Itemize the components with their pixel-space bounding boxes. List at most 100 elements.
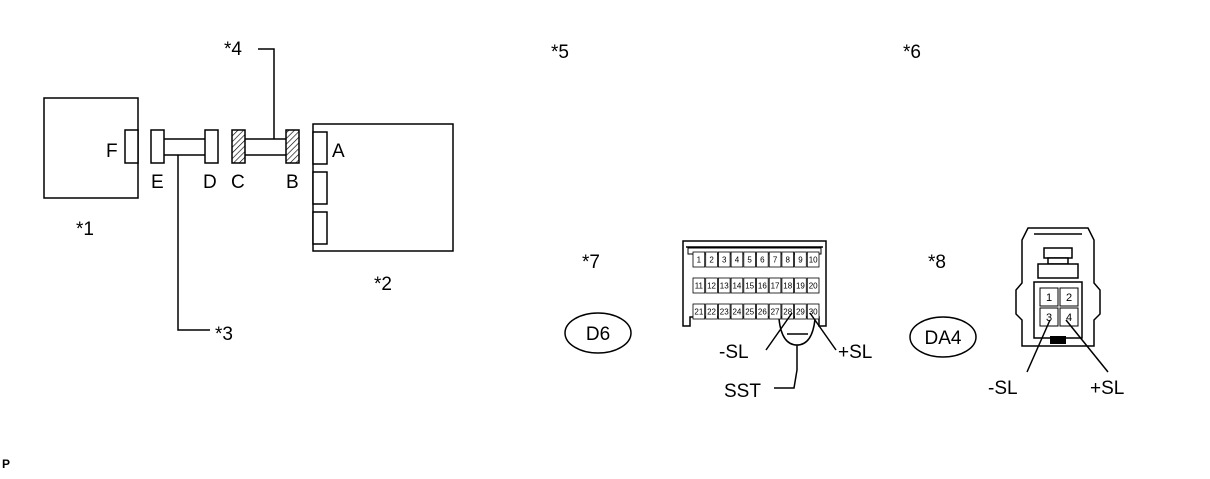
d6-pin-cell — [756, 277, 769, 294]
da4-pin-label: 3 — [1046, 312, 1052, 324]
d6-pin-cell — [692, 251, 706, 268]
d6-pin-cell — [756, 251, 769, 268]
d6-pin-cell — [756, 303, 769, 320]
d6-pin-label: 22 — [707, 308, 716, 317]
connector-c — [231, 129, 246, 164]
d6-pin-label: 4 — [735, 256, 740, 265]
da4-pos-label: +SL — [1090, 378, 1124, 399]
d6-pin-cell — [743, 277, 756, 294]
d6-pin-cell — [781, 251, 795, 268]
d6-pin-label: 11 — [695, 282, 704, 291]
d6-pin-cell — [705, 277, 718, 294]
d6-pin-cell — [806, 251, 820, 268]
d6-pin-cell — [692, 277, 706, 294]
connector-a-label: A — [332, 141, 345, 162]
d6-pin-cell — [743, 251, 756, 268]
component-1: F — [43, 97, 139, 199]
sst-leader — [774, 345, 798, 389]
d6-neg-label: -SL — [719, 342, 749, 363]
d6-pin-label: 13 — [720, 282, 729, 291]
connector-f — [124, 129, 139, 164]
d6-pin-cell — [730, 303, 744, 320]
d6-pin-cell — [794, 251, 807, 268]
d6-pin-label: 30 — [809, 308, 818, 317]
callout-3: *3 — [215, 324, 233, 345]
da4-pin-label: 1 — [1046, 292, 1052, 304]
d6-pin-label: 17 — [771, 282, 780, 291]
d6-pin-cell — [730, 251, 744, 268]
connector-b — [285, 129, 300, 164]
footer-mark: P — [2, 457, 10, 471]
d6-pin-label: 2 — [709, 256, 714, 265]
d6-pin-cell — [718, 251, 731, 268]
d6-pin-cell — [768, 303, 782, 320]
d6-pin-cell — [806, 277, 820, 294]
d6-pin-cell — [692, 303, 706, 320]
da4-pin-cell — [1059, 287, 1079, 307]
d6-pin-label: 8 — [786, 256, 791, 265]
d6-pin-label: 16 — [758, 282, 767, 291]
d6-pin-label: 5 — [747, 256, 752, 265]
connector-e-label: E — [151, 172, 164, 193]
d6-pin-cell — [705, 251, 718, 268]
component-1-body — [43, 97, 139, 199]
d6-pin-label: 3 — [722, 256, 727, 265]
d6-pin-cell — [768, 251, 782, 268]
d6-neg-leader — [765, 312, 793, 351]
harness-de: E D — [150, 129, 219, 193]
d6-pin-cell — [768, 277, 782, 294]
badge-da4 — [909, 316, 977, 358]
connector-d — [204, 129, 219, 164]
component-2: A — [312, 123, 454, 252]
connector-f-label: F — [106, 141, 118, 162]
connector-a — [312, 131, 328, 165]
d6-pos-label: +SL — [838, 342, 872, 363]
connector-d-label: D — [203, 172, 217, 193]
callout-8: *8 — [928, 252, 946, 273]
d6-pin-cell — [730, 277, 744, 294]
d6-pin-label: 12 — [707, 282, 716, 291]
d6-pin-label: 24 — [732, 308, 741, 317]
d6-pin-cell — [718, 277, 731, 294]
d6-pin-label: 28 — [783, 308, 792, 317]
connector-da4-lock — [1043, 247, 1073, 259]
d6-pin-label: 19 — [796, 282, 805, 291]
da4-neg-label: -SL — [988, 378, 1018, 399]
d6-pos-leader — [809, 312, 837, 351]
connector-slot-3 — [312, 211, 328, 245]
d6-pin-cell — [781, 277, 795, 294]
d6-pin-label: 10 — [809, 256, 818, 265]
d6-pin-label: 14 — [732, 282, 741, 291]
d6-pin-cell — [743, 303, 756, 320]
d6-pin-label: 7 — [773, 256, 778, 265]
d6-pin-label: 18 — [783, 282, 792, 291]
harness-cb: C B — [231, 129, 300, 193]
d6-pin-label: 6 — [760, 256, 765, 265]
d6-pin-label: 1 — [697, 256, 702, 265]
d6-pin-label: 20 — [809, 282, 818, 291]
da4-pos-leader — [1065, 319, 1109, 373]
d6-pin-cell — [806, 303, 820, 320]
connector-c-label: C — [231, 172, 245, 193]
badge-d6-label: D6 — [586, 324, 610, 345]
connector-b-label: B — [286, 172, 299, 193]
da4-pin-cell — [1059, 307, 1079, 327]
d6-pin-cell — [794, 277, 807, 294]
badge-d6 — [564, 312, 632, 354]
callout-1: *1 — [76, 219, 94, 240]
d6-pin-cell — [705, 303, 718, 320]
d6-pin-label: 27 — [771, 308, 780, 317]
badge-da4-label: DA4 — [925, 328, 962, 349]
da4-pin-label: 2 — [1066, 292, 1072, 304]
connector-da4-key — [1050, 336, 1066, 344]
connector-slot-2 — [312, 171, 328, 205]
connector-e — [150, 129, 165, 164]
d6-pin-cell — [794, 303, 807, 320]
d6-pin-label: 29 — [796, 308, 805, 317]
